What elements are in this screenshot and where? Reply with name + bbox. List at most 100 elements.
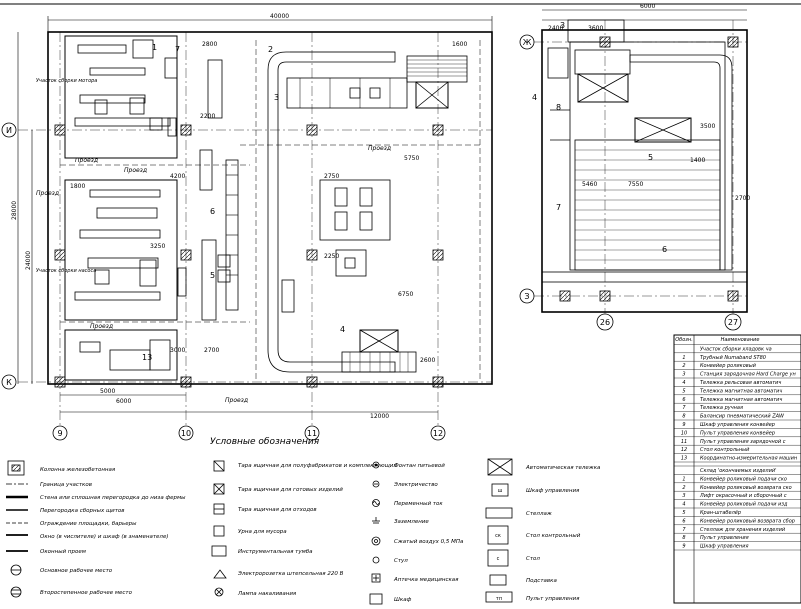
schedule-row-pos: 5 — [682, 388, 685, 394]
legend-wall: Стена или сплошная перегородка до низа ф… — [40, 495, 186, 501]
legend-opening: Оконный проем — [40, 549, 86, 555]
dim-r-3600: 3600 — [588, 25, 603, 32]
schedule-section-1: Участок сборки хладовк ча — [700, 346, 772, 352]
axis-11: 11 — [307, 429, 317, 438]
dim-r-5460: 5460 — [582, 181, 597, 188]
schedule-row-pos: 4 — [682, 502, 685, 508]
axis-27: 27 — [728, 318, 738, 327]
schedule-row-pos: 13 — [681, 456, 687, 462]
dim-4200: 4200 — [170, 173, 185, 180]
legend-sym-ck: ск — [495, 533, 501, 539]
schedule-row-name: Станция зарядочная Hard Charge ун — [700, 372, 797, 378]
legend-box-finished: Тара ящичная для готовых изделий — [238, 487, 343, 493]
legend-box-waste: Тара ящичная для отходов — [238, 507, 317, 513]
legend-electricity: Электричество — [393, 482, 438, 488]
schedule-row-pos: 2 — [682, 363, 685, 369]
dim-r-1400: 1400 — [690, 157, 705, 164]
dim-2600: 2600 — [420, 357, 435, 364]
legend-stand: Подставка — [526, 578, 557, 584]
dim-3250: 3250 — [150, 243, 165, 250]
schedule-row-pos: 6 — [682, 518, 685, 524]
dim-6000: 6000 — [116, 398, 131, 405]
schedule-row-name: Конвейер роликовый возврата ско — [700, 485, 792, 491]
axis-9: 9 — [57, 429, 62, 438]
schedule-row-name: Стеллаж для хранения изделий — [700, 527, 786, 533]
schedule-row-pos: 11 — [681, 439, 687, 445]
dim-5000: 5000 — [100, 388, 115, 395]
schedule-header-name: Наименование — [721, 337, 760, 343]
label-n2-a: 2 — [268, 45, 273, 54]
dim-1600: 1600 — [452, 41, 467, 48]
main-floor-plan — [17, 16, 493, 428]
legend-control-cabinet: Шкаф управления — [526, 488, 580, 494]
schedule-row-pos: 6 — [682, 397, 685, 403]
schedule-row-pos: 2 — [682, 485, 685, 491]
axis-Z: З — [524, 292, 529, 301]
dim-r-2700: 2700 — [735, 195, 750, 202]
dim-2250: 2250 — [324, 253, 339, 260]
axis-bubbles — [1, 34, 742, 441]
legend-chair: Стул — [394, 558, 408, 564]
dim-left-span: 24000 — [25, 251, 32, 270]
legend-fountain: Фонтан питьевой — [394, 463, 445, 469]
label-n5-a: 5 — [210, 271, 215, 280]
legend-sym-c: с — [497, 556, 500, 562]
legend-main-workplace: Основное рабочее место — [40, 568, 113, 574]
dim-2750: 2750 — [324, 173, 339, 180]
schedule-row-pos: 7 — [682, 527, 686, 533]
legend-ac: Переменный ток — [394, 501, 443, 507]
label-n6-a: 6 — [210, 207, 215, 216]
label-proezd-6: Проезд — [225, 397, 248, 404]
label-proezd-3: Проезд — [124, 167, 147, 174]
schedule-row-name: Конвейер роликовый подачи изд — [700, 502, 788, 508]
label-n7-a: 7 — [175, 45, 180, 54]
axis-12: 12 — [433, 429, 443, 438]
schedule-header-pos: Обозн. — [675, 337, 693, 343]
schedule-row-pos: 5 — [682, 510, 685, 516]
label-n1-a: 1 — [152, 43, 157, 52]
legend-socket: Электророзетка штепсельная 220 В — [237, 571, 344, 577]
legend-bin: Урна для мусора — [238, 529, 287, 535]
axis-10: 10 — [181, 429, 191, 438]
dim-3000: 3000 — [170, 347, 185, 354]
schedule-row-pos: 12 — [681, 447, 687, 453]
label-n4-b: 4 — [532, 93, 537, 102]
schedule-row-pos: 1 — [682, 476, 685, 482]
legend-secondary-workplace: Второстепенное рабочее место — [40, 590, 133, 596]
legend-partition: Перегородка сборных щитов — [40, 508, 125, 514]
legend-boundary: Граница участков — [40, 482, 92, 488]
schedule-row-name: Конвейер роликовый подачи ско — [700, 476, 787, 482]
dim-2800: 2800 — [202, 41, 217, 48]
dim-left-total: 28000 — [11, 201, 18, 220]
dim-r-top: 6000 — [640, 3, 655, 10]
legend-column: Колонна железобетонная — [40, 467, 116, 473]
label-n13: 13 — [142, 353, 152, 362]
schedule-row-pos: 3 — [682, 372, 685, 378]
dim-r-2400: 2400 — [548, 25, 563, 32]
label-n5-b: 5 — [648, 153, 653, 162]
schedule-row-name: Пульт управления зарядочной с — [700, 439, 786, 445]
schedule-row-name: Трубный Numaband ST80 — [700, 355, 766, 361]
schedule-row-name: Конвейер роликовый — [700, 363, 757, 369]
legend-title: Условные обозначения — [210, 437, 320, 447]
schedule-row-pos: 10 — [681, 430, 687, 436]
schedule-row-pos: 4 — [682, 380, 685, 386]
label-proezd-1: Проезд — [75, 157, 98, 164]
legend-sym-tn: тп — [496, 596, 502, 602]
label-proezd-4: Проезд — [368, 145, 391, 152]
schedule-row-name: Шкаф управления — [700, 544, 749, 550]
schedule-row-pos: 9 — [682, 422, 685, 428]
schedule-row-name: Лифт окрасочный и сборочный с — [699, 493, 787, 499]
building-wall — [47, 31, 493, 385]
dim-2200: 2200 — [200, 113, 215, 120]
legend-tool-cabinet: Инструментальная тумба — [238, 549, 313, 555]
schedule-row-name: Стол контрольный — [700, 447, 750, 453]
dim-6750: 6750 — [398, 291, 413, 298]
legend-control-table: Стол контрольный — [526, 533, 581, 539]
legend-window: Окно (в числителе) и шкаф (в знаменателе… — [40, 534, 168, 540]
axis-letters: И К 9 10 11 12 Ж З 26 27 — [6, 38, 738, 438]
legend-ground: Заземление — [394, 519, 429, 525]
legend-rack: Стеллаж — [526, 511, 552, 517]
schedule-row-name: Кран-штабелёр — [700, 510, 741, 516]
